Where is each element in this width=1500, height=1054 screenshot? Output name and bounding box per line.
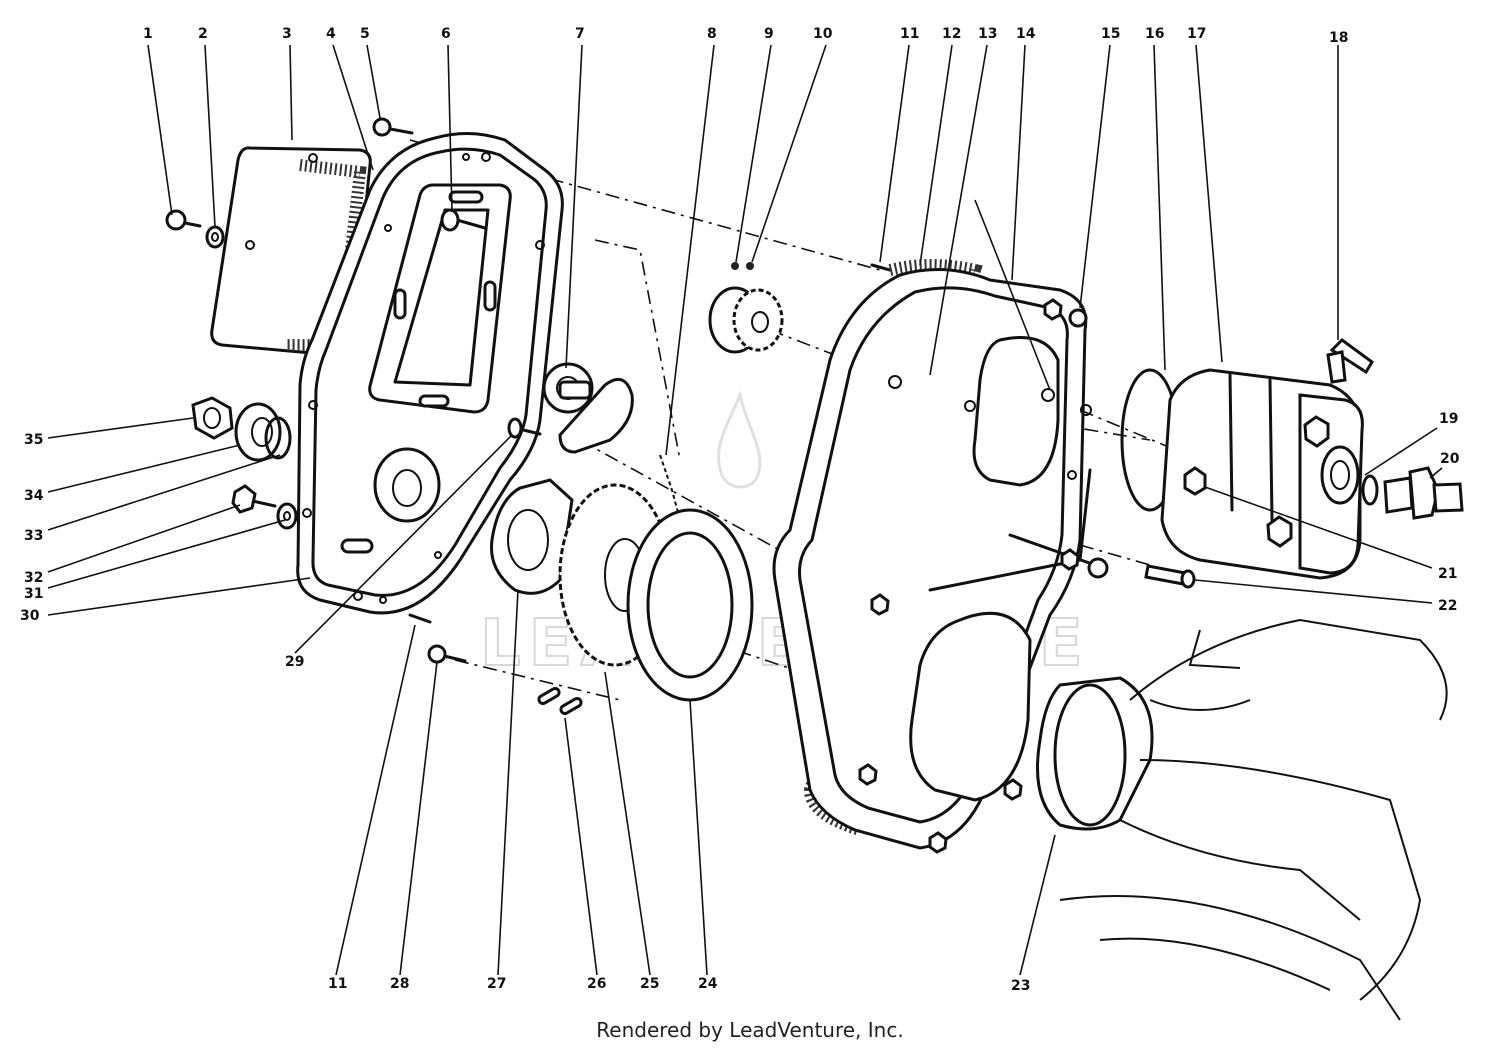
callout-24: 24 (698, 976, 718, 992)
callout-18: 18 (1329, 30, 1348, 46)
fitting-18 (1326, 338, 1374, 384)
callout-9: 9 (764, 26, 774, 42)
callout-31: 31 (24, 586, 43, 602)
callout-30: 30 (20, 608, 40, 624)
bolt-22 (1144, 564, 1196, 589)
callout-33: 33 (24, 528, 43, 544)
stud-29 (507, 417, 542, 439)
callout-28: 28 (390, 976, 409, 992)
callout-10: 10 (813, 26, 833, 42)
callout-23: 23 (1011, 978, 1030, 994)
callout-34: 34 (24, 488, 44, 504)
seal-34 (234, 402, 282, 462)
callout-32: 32 (24, 570, 43, 586)
callout-21: 21 (1438, 566, 1457, 582)
callout-13: 13 (978, 26, 997, 42)
fitting-20 (1383, 466, 1464, 520)
plate-27 (489, 478, 574, 595)
bolt-1 (165, 209, 202, 231)
callout-labels: 1 2 3 4 5 6 7 8 9 10 11 12 13 14 15 16 1… (20, 26, 1460, 994)
callout-8: 8 (707, 26, 717, 42)
callout-25: 25 (640, 976, 659, 992)
callout-19: 19 (1439, 411, 1458, 427)
callout-20: 20 (1440, 451, 1460, 467)
bolt-5 (372, 117, 414, 137)
nut-35 (191, 396, 234, 440)
callout-35: 35 (24, 432, 43, 448)
callout-16: 16 (1145, 26, 1164, 42)
callout-7: 7 (575, 26, 585, 42)
callout-22: 22 (1438, 598, 1457, 614)
callout-11-lower: 11 (328, 976, 347, 992)
bolt-28 (427, 644, 467, 664)
pin-11-lower (408, 613, 432, 624)
callout-26: 26 (587, 976, 606, 992)
callout-11: 11 (900, 26, 919, 42)
washer-31 (276, 502, 298, 530)
callout-14: 14 (1016, 26, 1036, 42)
link-26 (537, 687, 583, 715)
footer-credit: Rendered by LeadVenture, Inc. (596, 1018, 904, 1042)
nut-15 (1068, 308, 1088, 328)
oring-19 (1361, 474, 1379, 506)
tensioner-7 (542, 362, 634, 454)
front-housing (296, 131, 564, 615)
callout-17: 17 (1187, 26, 1206, 42)
washer-2 (205, 225, 225, 249)
callout-2: 2 (198, 26, 208, 42)
callout-1: 1 (143, 26, 153, 42)
callout-3: 3 (282, 26, 292, 42)
callout-29: 29 (285, 654, 304, 670)
leader-lines (47, 44, 1443, 976)
bolt-32 (231, 484, 277, 514)
ring-33 (264, 416, 292, 460)
screw-6 (440, 208, 487, 232)
sprocket-10 (708, 262, 784, 354)
callout-27: 27 (487, 976, 506, 992)
callout-12: 12 (942, 26, 961, 42)
seal-24 (626, 508, 754, 702)
pump-17 (1160, 368, 1364, 580)
callout-4: 4 (326, 26, 336, 42)
rear-housing (772, 259, 1109, 854)
auger-23 (1036, 618, 1448, 1021)
chain-8 (629, 454, 682, 661)
callout-6: 6 (441, 26, 451, 42)
pin-11-upper (870, 263, 892, 272)
callout-5: 5 (360, 26, 370, 42)
callout-15: 15 (1101, 26, 1120, 42)
